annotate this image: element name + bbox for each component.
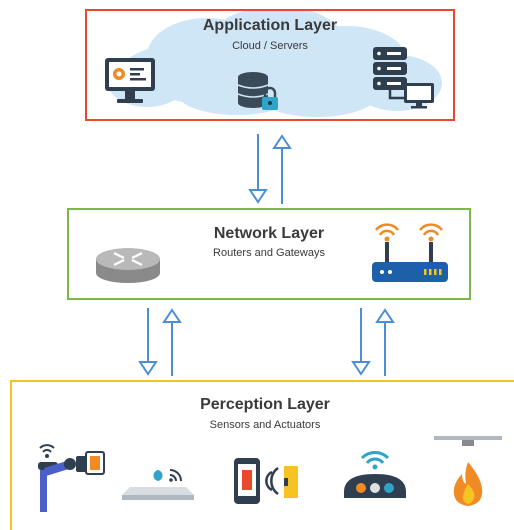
nfc-phone-icon — [234, 458, 298, 504]
network-perception-arrows-right — [351, 308, 395, 376]
fire-sensor-icon — [434, 436, 502, 506]
water-sensor-icon — [122, 469, 194, 500]
network-layer-subtitle: Routers and Gateways — [213, 247, 325, 259]
monitor-settings-icon — [105, 58, 155, 103]
app-network-arrows — [248, 134, 292, 204]
network-layer-title: Network Layer — [213, 225, 325, 242]
smart-sensor-icon — [344, 451, 406, 498]
network-perception-arrows-left — [138, 308, 182, 376]
application-layer-title: Application Layer — [202, 17, 338, 34]
application-layer-box — [85, 9, 455, 121]
database-lock-icon — [237, 72, 278, 110]
router-icon — [96, 248, 160, 283]
application-layer-subtitle: Cloud / Servers — [232, 40, 308, 52]
server-monitor-icon — [373, 47, 434, 109]
perception-layer-title: Perception Layer — [200, 396, 330, 413]
robotic-arm-icon — [38, 444, 105, 512]
wifi-gateway-icon — [372, 223, 448, 282]
network-layer-box — [67, 208, 471, 300]
perception-layer-box — [10, 380, 514, 530]
perception-layer-subtitle: Sensors and Actuators — [209, 419, 321, 431]
